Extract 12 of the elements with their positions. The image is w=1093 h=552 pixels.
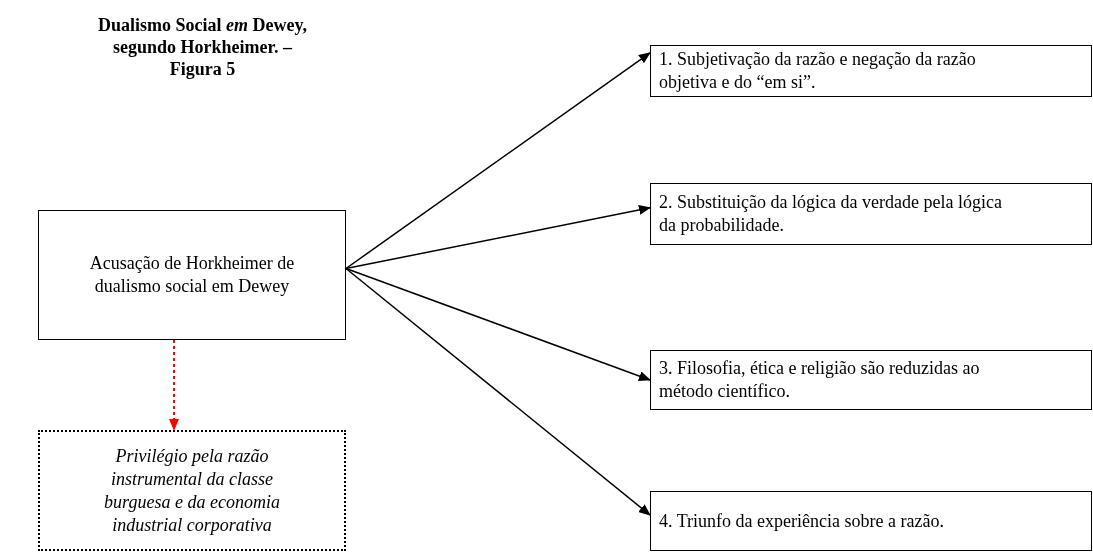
text-box: 4. Triunfo da experiência sobre a razão. (650, 491, 1092, 551)
arrow (345, 52, 651, 270)
text-box: 1. Subjetivação da razão e negação da razão objetiva e do “em si”. (650, 45, 1092, 97)
text-box: Acusação de Horkheimer de dualismo social em Dewey (38, 210, 346, 340)
arrow (169, 339, 179, 431)
arrow (345, 267, 651, 381)
text-box: 3. Filosofia, ética e religião são reduzidas ao método científico. (650, 350, 1092, 410)
text-box: 2. Substituição da lógica da verdade pela lógica da probabilidade. (650, 183, 1092, 245)
arrow (345, 205, 651, 270)
arrow (345, 267, 651, 516)
note-box: Privilégio pela razão instrumental da classe burguesa e da economia industrial corporativa (38, 430, 346, 551)
title: Dualismo Social em Dewey, segundo Horkheimer. – Figura 5 (97, 14, 308, 80)
